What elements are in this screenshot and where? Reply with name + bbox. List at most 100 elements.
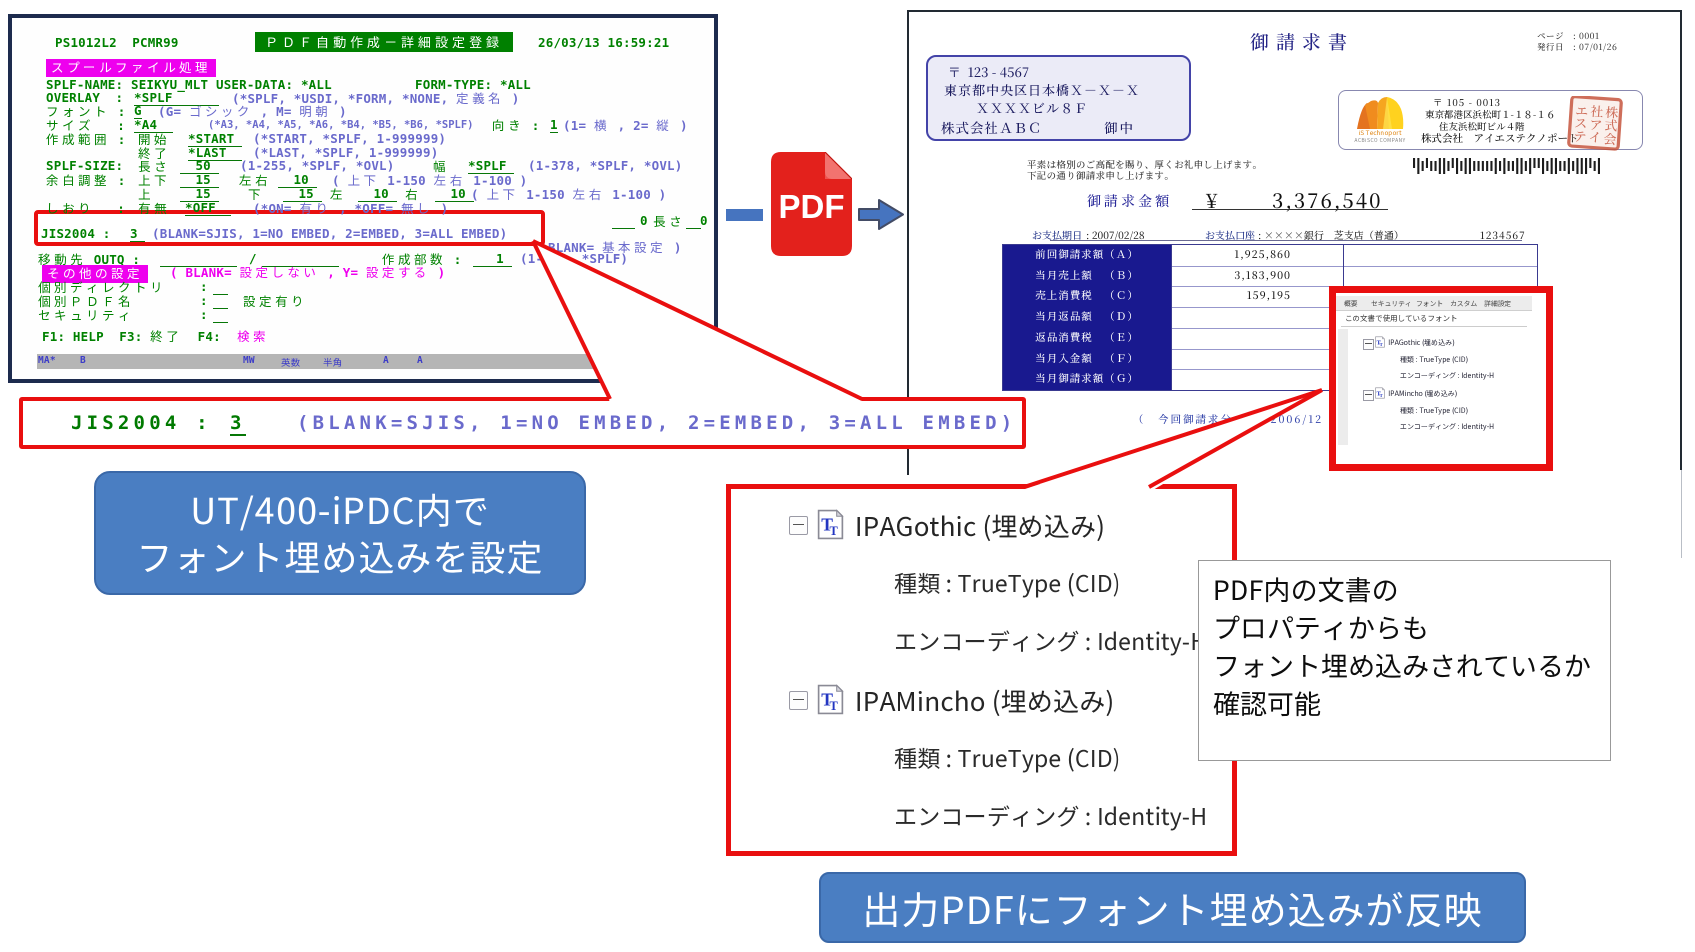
recipient-name: 株式会社ＡＢＣ <box>941 117 1043 137</box>
terminal-text: : <box>200 307 208 322</box>
terminal-text: (*ON= 有り , *OFF= 無し ) <box>253 198 449 217</box>
terminal-row: OVERLAY :*SPLF (*SPLF, *USDI, *FORM, *NO… <box>12 90 714 106</box>
sender-stamp: 株式会社アイエステ <box>1567 96 1625 152</box>
terminal-input-field[interactable]: 10 <box>358 186 397 202</box>
flow-arrow-icon <box>858 199 904 230</box>
terminal-text: SPLF-NAME: SEIKYU_MLT USER-DATA: *ALL <box>46 77 332 92</box>
terminal-text: 個別ディレクトリ <box>38 277 167 296</box>
dialog-tab-1[interactable]: 概要 <box>1344 298 1358 308</box>
font-item-label[interactable]: IPAGothic (埋め込み) <box>1388 338 1455 348</box>
terminal-row: 余白調整 :上下 15 左右 10 ( 上下 1-150 左右 1-100 ) <box>12 170 714 189</box>
dialog-tab-4[interactable]: カスタム <box>1450 298 1478 308</box>
sender-logo-icon <box>1357 97 1404 129</box>
svg-text:T: T <box>821 515 833 535</box>
terminal-text: 終了 <box>138 143 171 162</box>
terminal-input-field[interactable]: 15 <box>180 186 219 202</box>
invoice-border-right <box>1680 10 1682 470</box>
terminal-input-field[interactable]: 1 <box>473 251 512 267</box>
status-indicator: A <box>417 355 423 366</box>
dialog-tab-3[interactable]: フォント <box>1416 298 1444 308</box>
terminal-text: ( 上下 1-150 左右 1-100 ) <box>332 170 528 189</box>
tree-expander[interactable] <box>789 691 808 710</box>
terminal-input-field[interactable] <box>213 294 229 309</box>
terminal-text: 設定有り <box>243 291 308 310</box>
terminal-text: その他の設定 <box>42 265 149 283</box>
terminal-input-field[interactable]: 50 <box>180 158 219 174</box>
terminal-input-field[interactable]: 1 <box>550 117 558 133</box>
terminal-input-field[interactable]: *OFF <box>185 200 232 216</box>
terminal-text: 有無 <box>138 198 171 217</box>
terminal-input-field[interactable]: 10 <box>278 172 317 188</box>
flow-dash <box>726 209 763 221</box>
jis2004-zoom-callout: JIS2004 : 3 (BLANK=SJIS, 1=NO EMBED, 2=E… <box>19 397 1026 449</box>
tree-expander[interactable] <box>1363 339 1374 350</box>
terminal-input-field[interactable]: 15 <box>283 186 322 202</box>
tree-expander[interactable] <box>789 516 808 535</box>
terminal-row: SPLF-SIZE:長さ 50 (1-255, *SPLF, *OVL)幅*SP… <box>12 156 714 175</box>
terminal-input-field[interactable] <box>686 214 702 229</box>
terminal-input-field[interactable] <box>262 252 340 267</box>
font-item-property: エンコーディング : Identity-H <box>894 798 1208 832</box>
svg-text:T: T <box>1380 393 1383 398</box>
table-row-label: 当月返品額 （Ｄ） <box>1003 307 1171 328</box>
terminal-text: ( 上下 1-150 左右 1-100 ) <box>471 184 667 203</box>
table-column-divider <box>1171 245 1172 390</box>
terminal-row: フォント :G(G= ゴシック , M= 明朝 ) <box>12 103 714 119</box>
terminal-text: 長さ <box>653 211 686 230</box>
note-line: プロパティからも <box>1213 607 1429 646</box>
jis2004-zoom-value[interactable]: 3 <box>230 412 246 436</box>
terminal-text: 左右 <box>239 170 272 189</box>
terminal-text: 幅 <box>433 156 450 175</box>
svg-text:T: T <box>1380 342 1383 347</box>
font-item-property: 種類 : TrueType (CID) <box>894 740 1121 774</box>
dialog-tab-5[interactable]: 詳細設定 <box>1484 298 1512 308</box>
terminal-text: 余白調整 : <box>46 170 126 189</box>
dialog-scroll-strip[interactable] <box>1338 329 1348 445</box>
terminal-input-field[interactable] <box>213 280 229 295</box>
font-item-property: 種類 : TrueType (CID) <box>894 565 1121 599</box>
terminal-input-field[interactable] <box>213 308 229 323</box>
terminal-text: 右 <box>405 184 422 203</box>
due-label: お支払期日 <box>1032 227 1082 242</box>
terminal-title: ＰＤＦ自動作成－詳細設定登録 <box>255 32 513 52</box>
terminal-input-field[interactable]: *LAST <box>188 145 243 161</box>
terminal-datetime: 26/03/13 16:59:21 <box>538 35 670 50</box>
recipient-address-box: 〒 123 - 4567 東京都中央区日本橋Ｘ－Ｘ－Ｘ ＸＸＸＸビル８Ｆ 株式会… <box>926 55 1191 141</box>
pdf-icon: PDF <box>771 152 852 256</box>
bottom-annotation-label: 出力PDFにフォント埋め込みが反映 <box>819 872 1526 943</box>
invoice-issue-date: 発行日 : 07/01/26 <box>1537 41 1618 53</box>
dialog-rule <box>1341 326 1527 327</box>
font-item-label[interactable]: IPAMincho (埋め込み) <box>1388 389 1457 399</box>
font-item-property: 種類 : TrueType (CID) <box>1400 355 1468 365</box>
svg-text:T: T <box>821 690 833 710</box>
terminal-input-field[interactable]: *A4 <box>134 117 173 133</box>
terminal-row: 作成範囲 :開始*START (*START, *SPLF, 1-999999) <box>12 129 714 148</box>
terminal-input-field[interactable]: *SPLF <box>134 90 219 106</box>
terminal-text: 長さ <box>138 156 171 175</box>
tree-expander[interactable] <box>1363 390 1374 401</box>
terminal-text: 作成範囲 : <box>46 129 126 148</box>
dialog-tab-2[interactable]: セキュリティ <box>1371 298 1412 308</box>
terminal-input-field[interactable]: *SPLF <box>468 158 515 174</box>
font-item-label[interactable]: IPAGothic (埋め込み) <box>855 507 1106 544</box>
table-row-divider <box>1171 245 1537 267</box>
terminal-input-field[interactable]: 15 <box>180 172 219 188</box>
terminal-input-field[interactable] <box>160 252 238 267</box>
terminal-input-field[interactable] <box>612 214 636 229</box>
terminal-text: スプールファイル処理 <box>46 59 217 77</box>
terminal-input-field[interactable]: 10 <box>435 186 474 202</box>
truetype-font-icon: TT <box>817 509 844 540</box>
font-item-property: エンコーディング : Identity-H <box>1400 422 1494 432</box>
font-item-property: 種類 : TrueType (CID) <box>1400 406 1468 416</box>
terminal-input-field[interactable]: G <box>134 103 142 119</box>
terminal-input-field[interactable]: 3 <box>130 226 146 242</box>
terminal-text: 0 <box>700 213 708 228</box>
font-item-label[interactable]: IPAMincho (埋め込み) <box>855 682 1115 719</box>
terminal-input-field[interactable]: *START <box>188 131 243 147</box>
recipient-addr1: 東京都中央区日本橋Ｘ－Ｘ－Ｘ <box>944 80 1141 99</box>
